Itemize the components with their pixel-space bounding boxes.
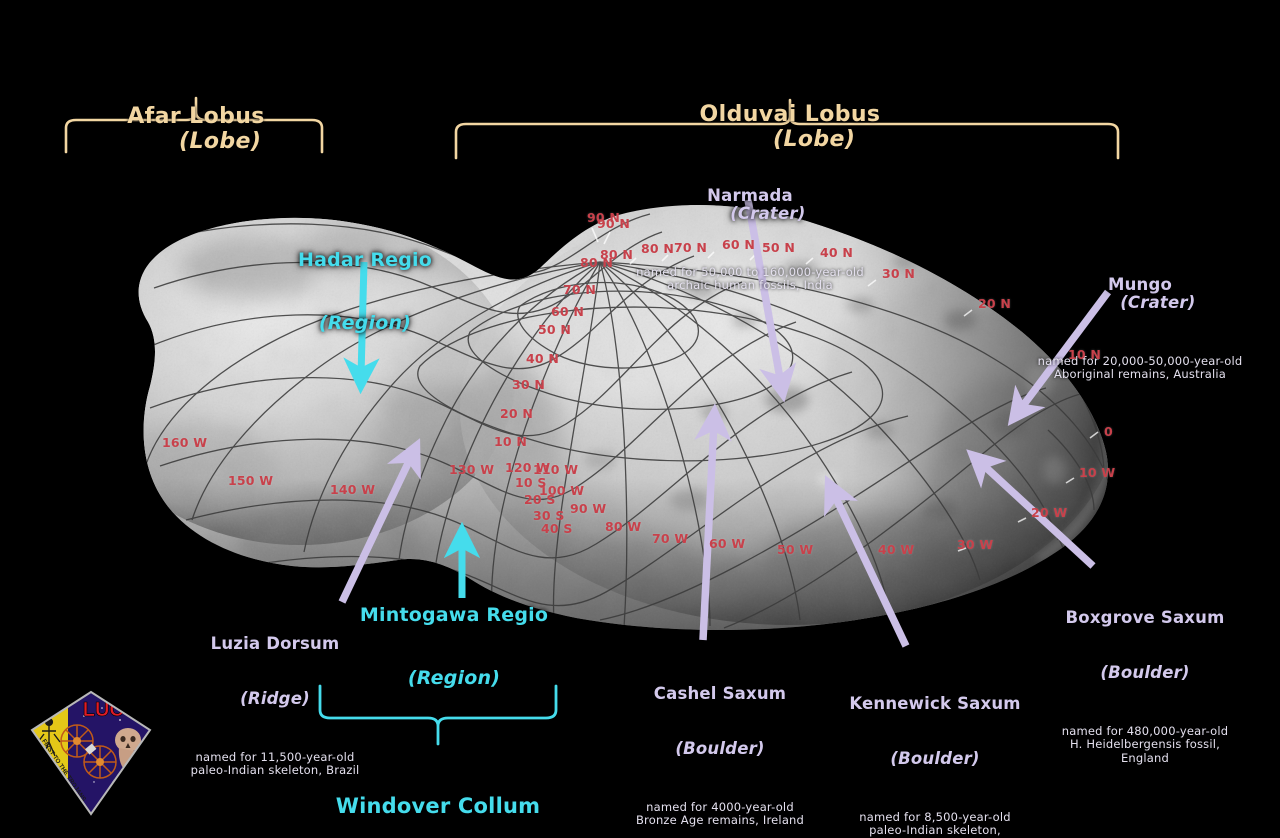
hadar-regio-type: (Region) [318,312,412,335]
graticule-label: 140 W [330,482,376,497]
graticule-label: 120 W [505,460,551,475]
afar-lobus-type: (Lobe) [179,128,262,154]
mungo-type: (Crater) [1120,293,1196,313]
patch-left-panel [32,692,68,814]
boxgrove-saxum-description: named for 480,000-year-old H. Heidelberg… [1061,723,1229,765]
lucy-mission-patch: LUCY FIRST TO THE TROJANS SWRI • NASA • … [24,686,158,820]
label-mintogawa-regio: Mintogawa Regio (Region) [338,562,570,732]
label-narmada: Narmada (Crater) named for 50,000 to 160… [610,150,890,330]
olduvai-lobus-name: Olduvai Lobus [699,102,881,128]
boxgrove-saxum-name: Boxgrove Saxum [1065,607,1225,627]
windover-collum-name: Windover Collum [335,794,541,819]
narmada-name: Narmada [707,185,793,205]
graticule-label: 10 W [1079,465,1116,480]
narmada-description: named for 50,000 to 160,000-year-old arc… [636,264,864,293]
graticule-label: 60 N [551,304,585,319]
kennewick-saxum-description: named for 8,500-year-old paleo-Indian sk… [859,809,1011,838]
graticule-label: 30 N [882,266,916,281]
boxgrove-saxum-type: (Boulder) [1100,663,1190,683]
graticule-label: 40 N [820,245,854,260]
luzia-dorsum-description: named for 11,500-year-old paleo-Indian s… [190,749,360,778]
graticule-label: 20 S [524,492,556,507]
graticule-label: 70 N [674,240,708,255]
mintogawa-regio-type: (Region) [407,667,501,690]
afar-lobus-name: Afar Lobus [127,104,265,130]
graticule-label: 90 N [587,210,621,225]
graticule-label: 80 W [605,519,642,534]
graticule-label: 70 W [652,531,689,546]
graticule-label: 130 W [449,462,495,477]
label-boxgrove-saxum: Boxgrove Saxum (Boulder) named for 480,0… [1020,572,1270,802]
arrow-kennewick-saxum [824,475,910,648]
graticule-label: 90 W [570,501,607,516]
graticule-label: 20 N [500,406,534,421]
olduvai-lobus-type: (Lobe) [773,126,856,152]
narmada-type: (Crater) [730,204,806,224]
graticule-label: 100 W [539,483,585,498]
label-cashel-saxum: Cashel Saxum (Boulder) named for 4000-ye… [600,648,840,838]
graticule-label: 30 S [533,508,565,523]
graticule-label: 20 N [978,296,1012,311]
mintogawa-regio-name: Mintogawa Regio [359,603,549,626]
graticule-label: 40 W [878,542,915,557]
graticule-label: 10 N [1068,347,1102,362]
cashel-saxum-type: (Boulder) [675,739,765,759]
cashel-saxum-description: named for 4000-year-old Bronze Age remai… [635,799,805,828]
label-afar-lobus: Afar Lobus (Lobe) [46,56,346,204]
graticule-label: 40 N [526,351,560,366]
graticule-label: 10 S [515,475,547,490]
kennewick-saxum-type: (Boulder) [890,749,980,769]
label-luzia-dorsum: Luzia Dorsum (Ridge) named for 11,500-ye… [160,598,390,815]
graticule-label: 110 W [533,462,579,477]
label-hadar-regio: Hadar Regio (Region) [265,207,465,377]
kennewick-saxum-name: Kennewick Saxum [849,693,1021,713]
graticule-label: 150 W [228,473,274,488]
label-kennewick-saxum: Kennewick Saxum (Boulder) named for 8,50… [816,658,1054,838]
mungo-description: named for 20,000-50,000-year-old Aborigi… [1037,353,1243,382]
label-olduvai-lobus: Olduvai Lobus (Lobe) [590,54,990,202]
cashel-saxum-name: Cashel Saxum [653,683,787,703]
graticule-label: 80 N [580,255,614,270]
graticule-label: 50 N [538,322,572,337]
label-windover-collum: Windover Collum (Neck) [318,748,558,838]
graticule-label: 60 W [709,536,746,551]
graticule-label: 60 N [722,237,756,252]
graticule-label: 40 S [541,521,573,536]
graticule-label: 80 N [600,247,634,262]
graticule-label: 30 N [512,377,546,392]
label-mungo: Mungo (Crater) named for 20,000-50,000-y… [1010,239,1270,419]
hadar-regio-name: Hadar Regio [297,248,432,271]
graticule-label: 30 W [957,537,994,552]
mungo-name: Mungo [1107,274,1173,294]
graticule-label: 160 W [162,435,208,450]
luzia-dorsum-type: (Ridge) [240,689,310,709]
arrow-cashel-saxum [694,403,732,641]
graticule-label: 20 W [1031,505,1068,520]
graticule-label: 70 N [563,282,597,297]
graticule-label: 50 N [762,240,796,255]
luzia-dorsum-name: Luzia Dorsum [210,633,340,653]
graticule-label: 50 W [777,542,814,557]
patch-border [30,690,152,816]
graticule-label: 90 N [597,216,631,231]
graticule-label: 0 [1104,424,1113,439]
patch-spacecraft [60,724,117,779]
graticule-label: 80 N [641,241,675,256]
graticule-label: 10 N [494,434,528,449]
